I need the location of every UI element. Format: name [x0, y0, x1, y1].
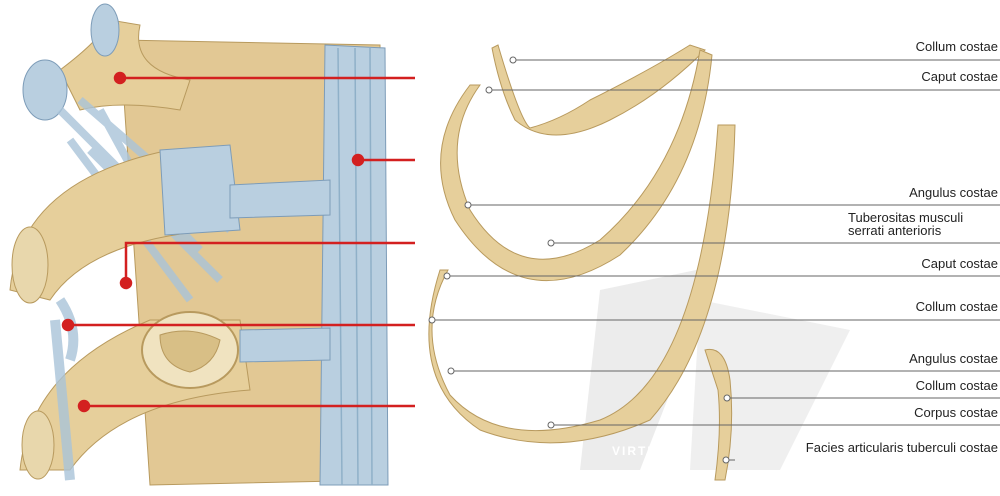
label-facies-articularis: Facies articularis tuberculi costae [806, 441, 998, 455]
longitudinal-ligament [320, 45, 388, 485]
label-angulus-costae-2: Angulus costae [909, 352, 998, 366]
watermark-text: VIRTUA [612, 444, 669, 458]
label-tuberositas-line2: serrati anterioris [848, 224, 941, 238]
label-collum-costae-3: Collum costae [916, 379, 998, 393]
label-collum-costae-2: Collum costae [916, 300, 998, 314]
vertebral-column-illustration [10, 4, 388, 485]
label-caput-costae-1: Caput costae [921, 70, 998, 84]
label-angulus-costae-1: Angulus costae [909, 186, 998, 200]
label-corpus-costae: Corpus costae [914, 406, 998, 420]
label-caput-costae-2: Caput costae [921, 257, 998, 271]
isolated-ribs-illustration [429, 45, 850, 480]
label-collum-costae-1: Collum costae [916, 40, 998, 54]
